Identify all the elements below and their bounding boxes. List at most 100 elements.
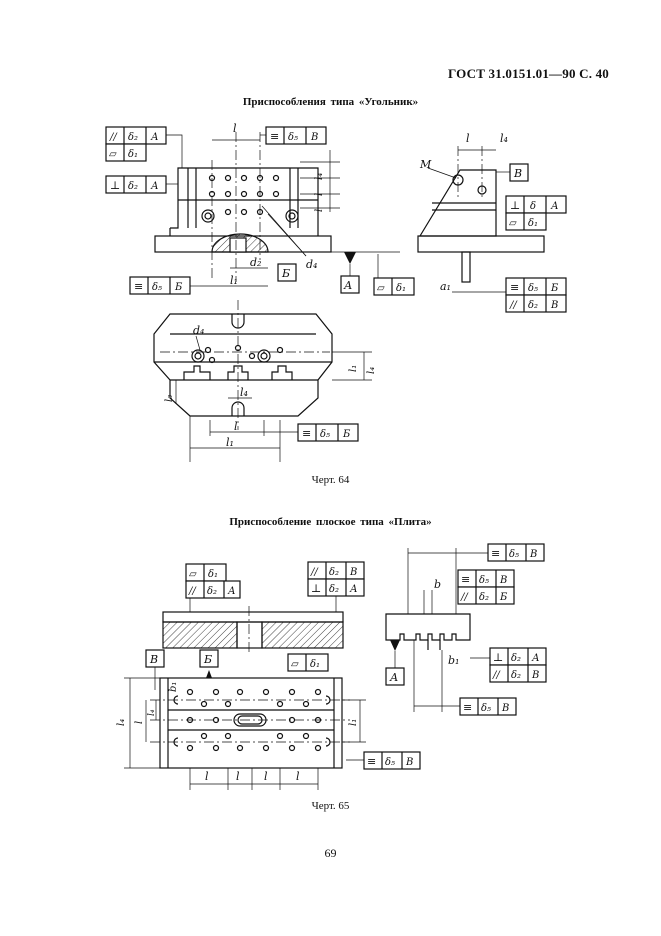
svg-text:▱: ▱ — [291, 659, 299, 670]
angle-plate-plan-view: d₄ l₁ l₄ l₃ l₄ l l₁ ≡ δ₅ — [153, 300, 377, 462]
svg-text:δ₂: δ₂ — [128, 132, 138, 143]
label-l1-plate: l₁ — [348, 719, 359, 726]
svg-text:⊥: ⊥ — [110, 179, 120, 192]
svg-text://: // — [492, 670, 501, 681]
flat-plate-end-view: А b b₁ ≡ δ₅ В ≡ δ₅ В — [385, 543, 547, 716]
label-l-side: l — [466, 132, 470, 145]
label-l-plate-vert: l — [134, 721, 145, 724]
figure-65-caption: Черт. 65 — [311, 800, 350, 812]
label-l-vert-2: l — [314, 209, 325, 212]
svg-text:δ₂: δ₂ — [329, 567, 339, 578]
svg-text:А: А — [150, 132, 159, 143]
svg-text:Б: Б — [342, 429, 351, 440]
label-l3: l₃ — [164, 395, 175, 402]
svg-text:δ₅: δ₅ — [385, 757, 395, 768]
svg-text:⊥: ⊥ — [493, 651, 503, 664]
svg-text:⊥: ⊥ — [311, 582, 321, 595]
svg-text:≡: ≡ — [367, 755, 376, 768]
label-l1-plan-bottom: l₁ — [226, 436, 234, 449]
svg-text:δ₅: δ₅ — [320, 429, 330, 440]
svg-text:δ₅: δ₅ — [528, 283, 538, 294]
datum-B-plate: Б — [203, 653, 212, 666]
svg-text:≡: ≡ — [270, 130, 279, 143]
svg-text:δ₅: δ₅ — [479, 575, 489, 586]
svg-text:А: А — [349, 584, 358, 595]
svg-text:Б: Б — [550, 283, 559, 294]
svg-text:δ₁: δ₁ — [528, 218, 538, 229]
svg-text:▱: ▱ — [109, 149, 117, 160]
label-d4-plan: d₄ — [193, 324, 204, 337]
page-number: 69 — [324, 846, 337, 860]
svg-text:А: А — [150, 181, 159, 192]
svg-text:δ₂: δ₂ — [511, 670, 521, 681]
svg-text:≡: ≡ — [491, 547, 500, 560]
svg-text:А: А — [531, 653, 540, 664]
datum-A: А — [343, 279, 352, 292]
label-l-plate-3: l — [264, 770, 268, 783]
svg-text:В: В — [349, 567, 357, 578]
svg-text:В: В — [501, 703, 509, 714]
label-d4: d₄ — [306, 258, 317, 271]
label-l-plate-2: l — [236, 770, 240, 783]
svg-text:δ₂: δ₂ — [528, 300, 538, 311]
datum-A-plate: А — [389, 671, 398, 684]
svg-text:В: В — [550, 300, 558, 311]
svg-text:В: В — [529, 549, 537, 560]
figure-64-title: Приспособления типа «Угольник» — [242, 96, 419, 108]
label-b: b — [434, 578, 441, 591]
label-M: M — [419, 158, 432, 171]
label-l4-plate: l₄ — [116, 719, 127, 726]
svg-text:≡: ≡ — [134, 280, 143, 293]
document-header: ГОСТ 31.0151.01—90 С. 40 — [448, 66, 609, 81]
svg-text:δ₂: δ₂ — [479, 592, 489, 603]
svg-text:≡: ≡ — [461, 573, 470, 586]
label-b1: b₁ — [448, 654, 459, 667]
label-l-plan: l — [234, 420, 238, 433]
svg-text:В: В — [499, 575, 507, 586]
svg-text:В: В — [405, 757, 413, 768]
svg-text:≡: ≡ — [302, 427, 311, 440]
svg-text:δ₁: δ₁ — [310, 659, 320, 670]
svg-text://: // — [109, 132, 118, 143]
label-l-vert-1: l — [314, 193, 325, 196]
label-l1: l₁ — [230, 274, 238, 287]
figure-65-title: Приспособление плоское типа «Плита» — [229, 516, 432, 528]
svg-text:δ: δ — [530, 201, 536, 212]
svg-text:Б: Б — [499, 592, 508, 603]
hole-grid — [201, 174, 299, 223]
svg-text:δ₅: δ₅ — [481, 703, 491, 714]
svg-text:≡: ≡ — [463, 701, 472, 714]
svg-text://: // — [509, 300, 518, 311]
svg-text:δ₂: δ₂ — [128, 181, 138, 192]
svg-text:А: А — [550, 201, 559, 212]
datum-B: Б — [281, 267, 290, 280]
svg-text:▱: ▱ — [189, 569, 197, 580]
angle-plate-side-view: l l₄ M В ⊥ δ А ▱ δ₁ a₁ — [417, 132, 567, 313]
svg-text:δ₁: δ₁ — [208, 569, 218, 580]
svg-text:δ₁: δ₁ — [396, 283, 406, 294]
svg-text:А: А — [227, 586, 236, 597]
svg-text:δ₂: δ₂ — [329, 584, 339, 595]
label-l-plate-1: l — [205, 770, 209, 783]
label-l-plate-4: l — [296, 770, 300, 783]
fig64-tolerance-frames: // δ₂ А ▱ δ₁ ⊥ δ₂ А ≡ δ₅ В — [105, 126, 415, 296]
svg-text:δ₅: δ₅ — [288, 132, 298, 143]
angle-plate-front-view: d₄ l d₂ l₁ l₄ l l А Б — [154, 122, 400, 294]
svg-text:δ₂: δ₂ — [207, 586, 217, 597]
svg-text:▱: ▱ — [509, 218, 517, 229]
svg-text://: // — [310, 567, 319, 578]
svg-text:δ₁: δ₁ — [128, 149, 138, 160]
svg-text:Б: Б — [174, 282, 183, 293]
label-d2: d₂ — [250, 256, 261, 269]
label-l1-plan: l₁ — [348, 365, 359, 372]
label-l4-plan: l₄ — [366, 367, 377, 374]
label-l4-plan-bottom: l₄ — [240, 386, 248, 399]
svg-text:≡: ≡ — [510, 281, 519, 294]
svg-text:δ₂: δ₂ — [511, 653, 521, 664]
svg-text://: // — [460, 592, 469, 603]
label-l4-side: l₄ — [500, 132, 508, 145]
label-l4-vert: l₄ — [314, 173, 325, 180]
svg-text:▱: ▱ — [377, 283, 385, 294]
